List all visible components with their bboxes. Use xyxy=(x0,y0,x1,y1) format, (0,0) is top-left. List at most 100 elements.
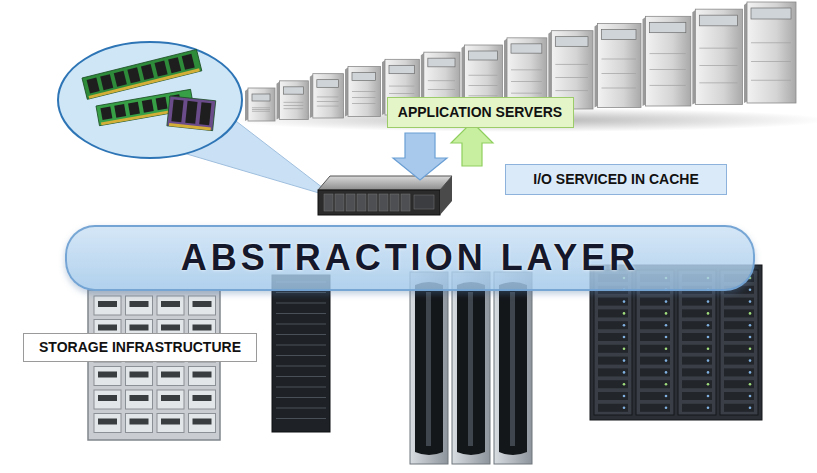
drive-slot xyxy=(682,380,712,388)
server-line xyxy=(352,103,376,104)
status-light xyxy=(665,300,668,303)
rack-rib xyxy=(276,387,326,388)
status-light xyxy=(707,300,710,303)
server-line xyxy=(699,82,737,83)
server-line xyxy=(428,89,455,90)
drawer xyxy=(157,390,184,409)
node-label: ABSTRACTION LAYER xyxy=(181,237,640,278)
drive-slot xyxy=(682,368,712,376)
drive-bay xyxy=(324,194,333,211)
status-light xyxy=(623,348,626,351)
ram-chip xyxy=(156,97,168,111)
drawer xyxy=(126,367,153,386)
drive-slot xyxy=(724,309,754,317)
drawer xyxy=(189,390,216,409)
door-highlight xyxy=(510,292,515,446)
server-line xyxy=(650,53,686,54)
drawer-slot xyxy=(161,372,180,378)
server-tower xyxy=(348,67,381,117)
status-light xyxy=(749,289,752,292)
drive-slot xyxy=(640,404,670,412)
server-line xyxy=(469,75,498,76)
ram-chip xyxy=(87,78,100,94)
server-panel xyxy=(751,8,791,19)
ram-chip xyxy=(100,107,112,121)
door-highlight xyxy=(468,292,473,446)
ram-board xyxy=(96,89,194,125)
drawer-slot xyxy=(98,301,117,307)
server-panel xyxy=(428,58,455,67)
appliance-front xyxy=(318,190,440,215)
drawer-slot xyxy=(193,301,212,307)
status-light xyxy=(707,312,710,315)
status-light xyxy=(665,395,668,398)
ram-module xyxy=(96,89,194,125)
server-line xyxy=(602,88,637,89)
drive-slot xyxy=(598,333,628,341)
server-panel xyxy=(284,87,304,94)
drawer-rack xyxy=(88,290,220,440)
drawer xyxy=(126,296,153,315)
drive-slot xyxy=(598,309,628,317)
server-panel xyxy=(511,44,542,53)
rack-rib xyxy=(276,408,326,409)
drawer-slot xyxy=(130,419,149,425)
ram-chip xyxy=(114,71,127,87)
rack-bay xyxy=(636,270,674,415)
drawer-slot xyxy=(161,395,180,401)
callout-circle xyxy=(58,42,242,158)
drive-bay xyxy=(335,194,344,211)
rack-rib xyxy=(276,418,326,419)
drive-slot xyxy=(682,345,712,353)
drawer-slot xyxy=(193,325,212,331)
server-panel xyxy=(602,30,637,40)
server-line xyxy=(751,80,791,81)
drawer xyxy=(94,390,121,409)
drive-bay xyxy=(368,194,377,211)
drive-slot xyxy=(724,333,754,341)
rack-rib xyxy=(276,397,326,398)
server-line xyxy=(751,61,791,62)
server-line xyxy=(650,69,686,70)
silver-rack xyxy=(452,272,490,464)
server-line xyxy=(352,97,376,98)
server-line xyxy=(555,77,588,78)
memory-callout xyxy=(58,42,336,198)
server-line xyxy=(317,101,339,102)
server-tower xyxy=(695,9,742,104)
drawer-slot xyxy=(161,325,180,331)
server-line xyxy=(428,80,455,81)
drawer-slot xyxy=(98,419,117,425)
status-light xyxy=(707,383,710,386)
status-light xyxy=(749,336,752,339)
drive-bay xyxy=(390,194,399,211)
ram-module xyxy=(167,96,216,131)
drawer-slot xyxy=(130,395,149,401)
ram-chip xyxy=(100,74,113,90)
server-line xyxy=(284,105,304,106)
server-line xyxy=(555,64,588,65)
server-tower xyxy=(598,24,642,108)
server-panel xyxy=(650,22,686,32)
drive-slot xyxy=(598,392,628,400)
ram-chip xyxy=(142,99,154,113)
drive-slot xyxy=(682,309,712,317)
drawer-slot xyxy=(130,372,149,378)
ram-chip xyxy=(114,104,126,118)
status-light xyxy=(623,395,626,398)
status-light xyxy=(749,395,752,398)
drive-slot xyxy=(598,357,628,365)
drive-slot xyxy=(598,298,628,306)
server-line xyxy=(469,85,498,86)
drive-slot xyxy=(682,404,712,412)
ram-chip xyxy=(171,99,183,122)
drawer-slot xyxy=(193,395,212,401)
status-light xyxy=(707,324,710,327)
status-light xyxy=(623,359,626,362)
status-light xyxy=(623,371,626,374)
server-line xyxy=(511,93,542,94)
rack-rib xyxy=(276,355,326,356)
drive-slot xyxy=(640,333,670,341)
ram-chip xyxy=(199,102,211,125)
